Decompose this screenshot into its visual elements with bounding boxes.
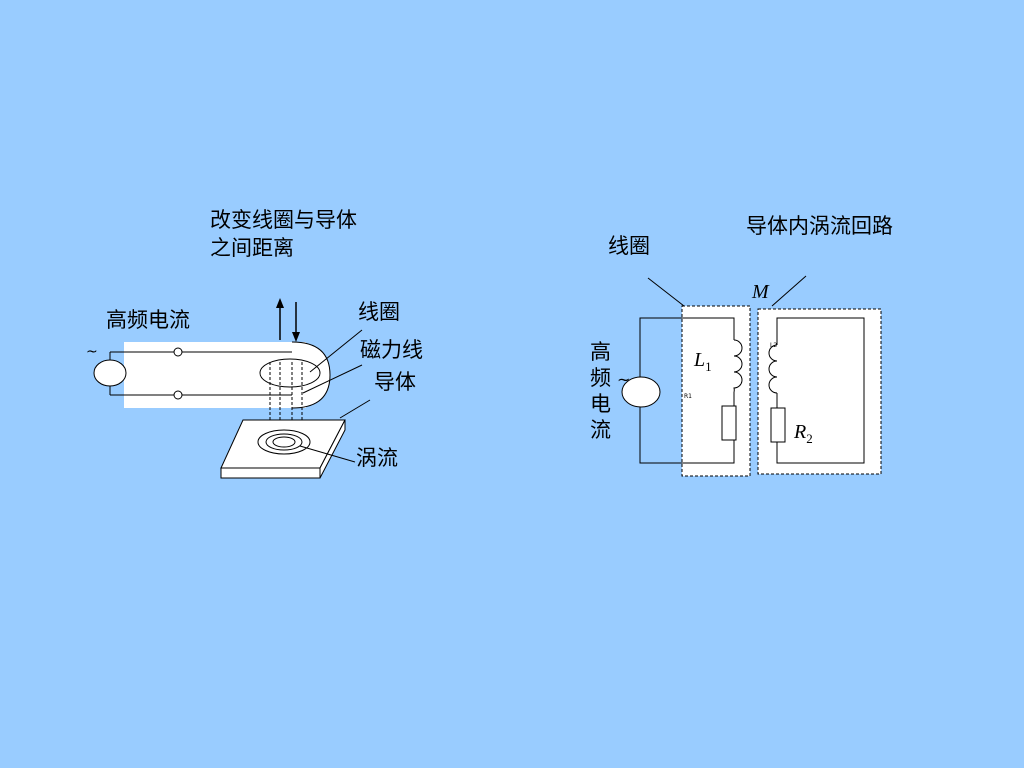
right-high-freq-char-2: 频 xyxy=(590,366,611,390)
inductor-l1 xyxy=(733,339,743,393)
l1-letter: L xyxy=(694,349,706,371)
right-high-freq-char-4: 流 xyxy=(590,418,611,442)
ac-source-right xyxy=(621,376,661,408)
right-circuit-diagram xyxy=(621,275,882,477)
right-coil-label: 线圈 xyxy=(608,234,650,258)
l1-label: L1 xyxy=(694,346,712,381)
conductor-plate xyxy=(220,419,346,479)
left-probe-diagram xyxy=(93,298,371,479)
l2-small-label: L2 xyxy=(770,342,778,349)
left-eddy-label: 涡流 xyxy=(356,446,398,470)
r2-label: R2 xyxy=(794,418,813,453)
left-conductor-label: 导体 xyxy=(374,370,416,394)
eddy-ring-inner xyxy=(272,436,296,448)
right-high-freq-char-1: 高 xyxy=(590,340,611,364)
left-coil-label: 线圈 xyxy=(358,300,400,324)
conductor-dashed-box xyxy=(757,308,882,475)
r2-sub: 2 xyxy=(806,431,813,446)
up-arrow xyxy=(276,298,284,340)
r1-small-label: R1 xyxy=(684,393,692,400)
eddy-ring-outer xyxy=(257,429,311,455)
mutual-inductance-label: M xyxy=(752,281,769,303)
eddy-ring-middle xyxy=(265,433,303,451)
l1-sub: 1 xyxy=(705,359,712,374)
left-high-freq-label: 高频电流 xyxy=(106,308,190,332)
right-tilde: ~ xyxy=(617,370,631,389)
right-eddy-loop-label: 导体内涡流回路 xyxy=(746,214,893,238)
left-magnetic-label: 磁力线 xyxy=(360,338,423,362)
coil-dashed-box xyxy=(681,305,751,477)
left-title-line2: 之间距离 xyxy=(210,236,294,260)
probe-tip xyxy=(291,341,331,409)
left-title-line1: 改变线圈与导体 xyxy=(210,208,357,232)
left-tilde: ~ xyxy=(86,344,98,360)
inductor-l2 xyxy=(768,344,778,394)
resistor-r1 xyxy=(721,405,737,441)
ac-source-left xyxy=(93,359,127,387)
r2-letter: R xyxy=(794,421,807,443)
right-high-freq-char-3: 电 xyxy=(590,392,611,416)
resistor-r2 xyxy=(770,407,786,443)
down-arrow xyxy=(292,302,300,342)
probe-body xyxy=(124,342,306,408)
terminal-top xyxy=(173,347,183,357)
terminal-bottom xyxy=(173,390,183,400)
coil-ellipse xyxy=(259,358,321,388)
